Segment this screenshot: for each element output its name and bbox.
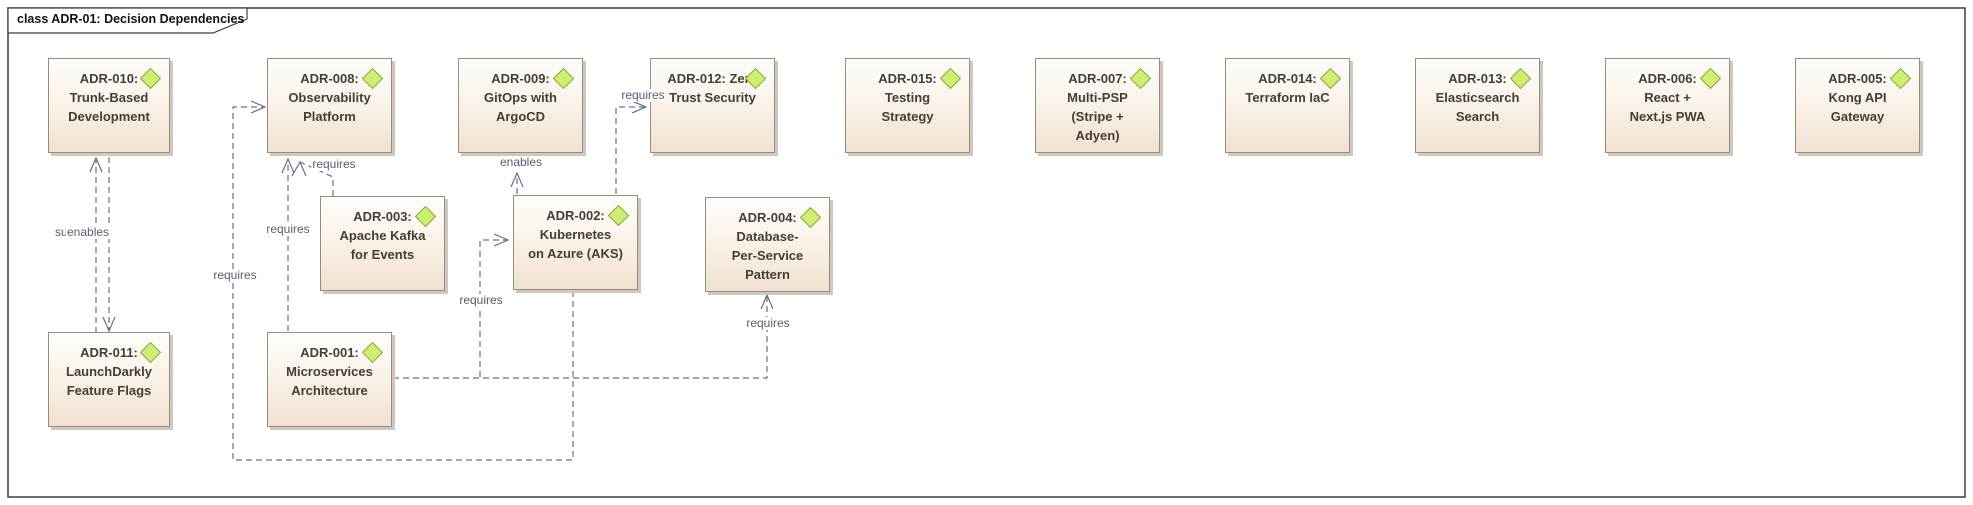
node-label: ADR-014: Terraform IaC bbox=[1245, 71, 1330, 105]
connector-adr002-adr008 bbox=[232, 106, 574, 461]
arrowhead-into-adr004 bbox=[760, 293, 774, 310]
arrowhead-into-adr002 bbox=[493, 233, 510, 247]
node-adr-009[interactable]: ADR-009: GitOps with ArgoCD bbox=[458, 58, 583, 153]
connector-label: enables bbox=[66, 225, 111, 239]
connector-adr003-adr008 bbox=[299, 161, 334, 196]
connector-label: enables bbox=[498, 155, 544, 169]
connector-label: requires bbox=[745, 316, 791, 330]
node-adr-013[interactable]: ADR-013: Elasticsearch Search bbox=[1415, 58, 1540, 153]
arrowhead-into-adr009 bbox=[510, 171, 524, 188]
node-label: ADR-006: React + Next.js PWA bbox=[1629, 71, 1706, 124]
node-label: ADR-013: Elasticsearch Search bbox=[1435, 71, 1520, 124]
connector-adr001-adr004 bbox=[393, 295, 768, 379]
node-adr-001[interactable]: ADR-001: Microservices Architecture bbox=[267, 332, 392, 427]
node-adr-007[interactable]: ADR-007: Multi-PSP (Stripe + Adyen) bbox=[1035, 58, 1160, 153]
arrowhead-into-adr008 bbox=[281, 157, 295, 174]
node-label: ADR-005: Kong API Gateway bbox=[1828, 71, 1887, 124]
node-label: ADR-009: GitOps with ArgoCD bbox=[484, 71, 557, 124]
node-label: ADR-007: Multi-PSP (Stripe + Adyen) bbox=[1067, 71, 1128, 143]
node-label: ADR-011: LaunchDarkly Feature Flags bbox=[66, 345, 152, 398]
diagram-frame bbox=[7, 7, 1966, 498]
connector-label: requires bbox=[620, 88, 666, 102]
connector-adr001-adr002 bbox=[479, 239, 506, 377]
node-label: ADR-003: Apache Kafka for Events bbox=[339, 209, 426, 262]
frame-title: class ADR-01: Decision Dependencies bbox=[17, 12, 245, 26]
node-label: ADR-001: Microservices Architecture bbox=[286, 345, 373, 398]
connector-label: requires bbox=[265, 222, 311, 236]
node-label: ADR-004: Database- Per-Service Pattern bbox=[731, 210, 804, 282]
node-adr-011[interactable]: ADR-011: LaunchDarkly Feature Flags bbox=[48, 332, 170, 427]
node-adr-002[interactable]: ADR-002: Kubernetes on Azure (AKS) bbox=[513, 195, 638, 290]
node-adr-012[interactable]: ADR-012: Zero Trust Security bbox=[650, 58, 775, 153]
node-adr-005[interactable]: ADR-005: Kong API Gateway bbox=[1795, 58, 1920, 153]
connector-adr002-adr012 bbox=[615, 106, 644, 194]
connector-label: requires bbox=[458, 293, 504, 307]
arrowhead-into-adr012 bbox=[631, 100, 648, 114]
arrowhead-into-adr010 bbox=[89, 156, 103, 173]
arrowhead-into-adr008-2 bbox=[291, 160, 307, 177]
node-label: ADR-002: Kubernetes on Azure (AKS) bbox=[528, 208, 623, 261]
node-adr-008[interactable]: ADR-008: Observability Platform bbox=[267, 58, 392, 153]
node-label: ADR-010: Trunk-Based Development bbox=[68, 71, 150, 124]
node-label: ADR-012: Zero Trust Security bbox=[667, 71, 758, 105]
frame-title-tab bbox=[7, 7, 248, 34]
connector-label: requires bbox=[311, 157, 357, 171]
node-adr-006[interactable]: ADR-006: React + Next.js PWA bbox=[1605, 58, 1730, 153]
node-adr-010[interactable]: ADR-010: Trunk-Based Development bbox=[48, 58, 170, 153]
node-adr-003[interactable]: ADR-003: Apache Kafka for Events bbox=[320, 196, 445, 291]
node-label: ADR-008: Observability Platform bbox=[288, 71, 371, 124]
node-adr-015[interactable]: ADR-015: Testing Strategy bbox=[845, 58, 970, 153]
node-label: ADR-015: Testing Strategy bbox=[878, 71, 937, 124]
connector-label: requires bbox=[212, 268, 258, 282]
arrowhead-into-adr011 bbox=[102, 316, 116, 333]
node-adr-014[interactable]: ADR-014: Terraform IaC bbox=[1225, 58, 1350, 153]
node-adr-004[interactable]: ADR-004: Database- Per-Service Pattern bbox=[705, 197, 830, 292]
arrowhead-into-adr008-3 bbox=[250, 100, 267, 114]
